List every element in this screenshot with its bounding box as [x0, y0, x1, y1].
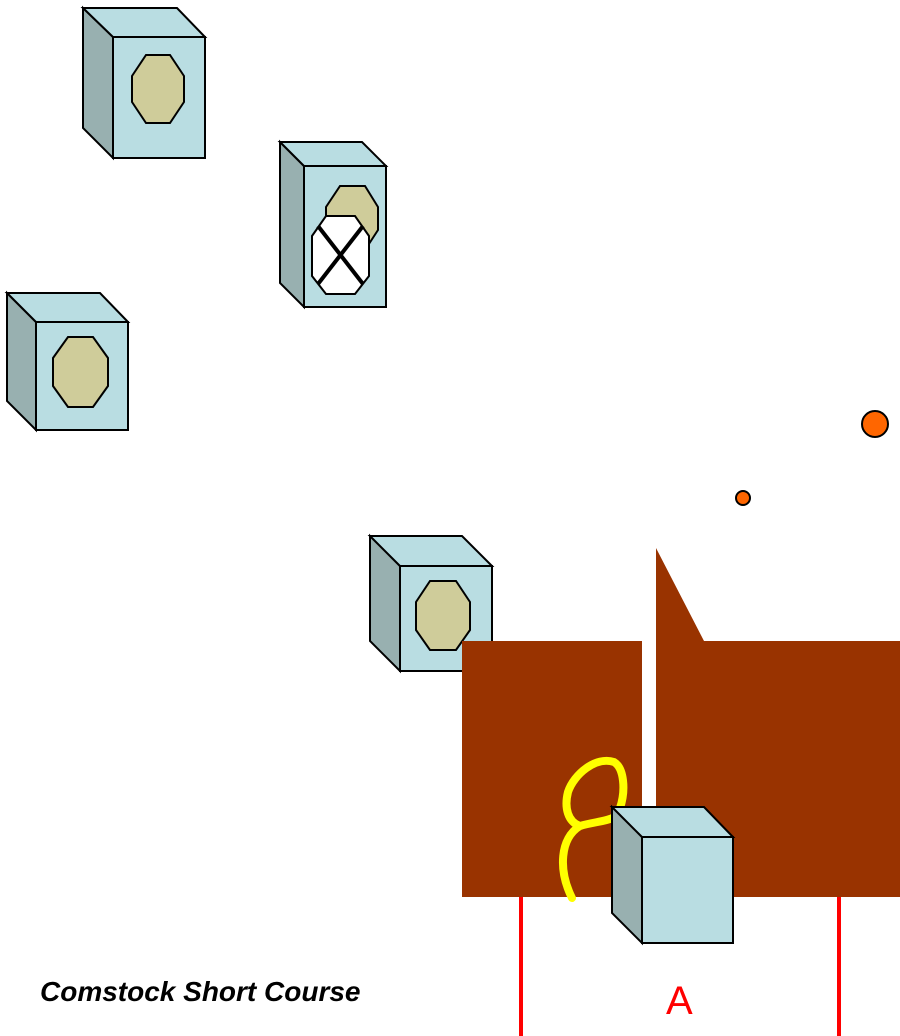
cube-with-window [80, 5, 208, 161]
window-octagon [415, 580, 471, 651]
cube-with-window [4, 290, 131, 433]
label-a: A [666, 979, 693, 1023]
orange-dot-small [735, 490, 751, 506]
right-wall-panel [704, 641, 900, 897]
cube-with-window [367, 533, 495, 674]
footer-text: Comstock Short Course [40, 976, 361, 1007]
plain-cube [609, 804, 736, 946]
yellow-curve [559, 756, 628, 902]
orange-dot-large [861, 410, 889, 438]
slot-flap [656, 548, 704, 815]
window-octagon [52, 336, 109, 408]
wall-assembly [462, 548, 900, 897]
cube-with-crossed-window [277, 139, 389, 310]
window-octagon [131, 54, 185, 124]
